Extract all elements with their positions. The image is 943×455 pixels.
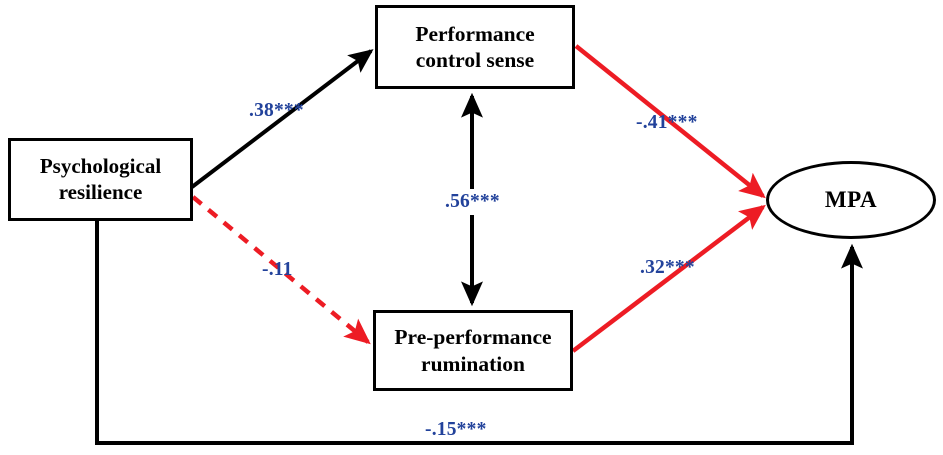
path-b1-line bbox=[574, 44, 766, 199]
node-psychological-resilience[interactable]: Psychological resilience bbox=[8, 138, 193, 221]
coefficient-label-a2: -.11 bbox=[262, 259, 293, 280]
coefficient-label-c: -.15*** bbox=[420, 419, 492, 441]
node-performance-control-sense-line2: control sense bbox=[415, 48, 535, 72]
node-performance-control-sense-line1: Performance bbox=[415, 21, 535, 46]
coefficient-label-b2: .32*** bbox=[640, 257, 695, 278]
node-mpa-label: MPA bbox=[824, 187, 878, 212]
node-pre-performance-rumination-line2: rumination bbox=[421, 351, 525, 376]
path-a1-line bbox=[190, 49, 374, 189]
coefficient-label-a1: .38*** bbox=[249, 100, 304, 121]
node-mpa[interactable]: MPA bbox=[766, 161, 936, 239]
node-pre-performance-rumination-line1: Pre-performance bbox=[394, 325, 552, 350]
path-c-line bbox=[95, 221, 864, 445]
coefficient-label-corr: .56*** bbox=[441, 189, 504, 215]
node-performance-control-sense[interactable]: Performance control sense bbox=[375, 5, 575, 89]
path-b2-line bbox=[571, 204, 766, 353]
path-a2-line bbox=[191, 195, 371, 345]
node-psychological-resilience-line1: Psychological bbox=[39, 153, 162, 178]
node-psychological-resilience-line2: resilience bbox=[58, 179, 143, 204]
node-pre-performance-rumination[interactable]: Pre-performance rumination bbox=[373, 310, 573, 391]
coefficient-label-b1: -.41*** bbox=[636, 112, 698, 133]
